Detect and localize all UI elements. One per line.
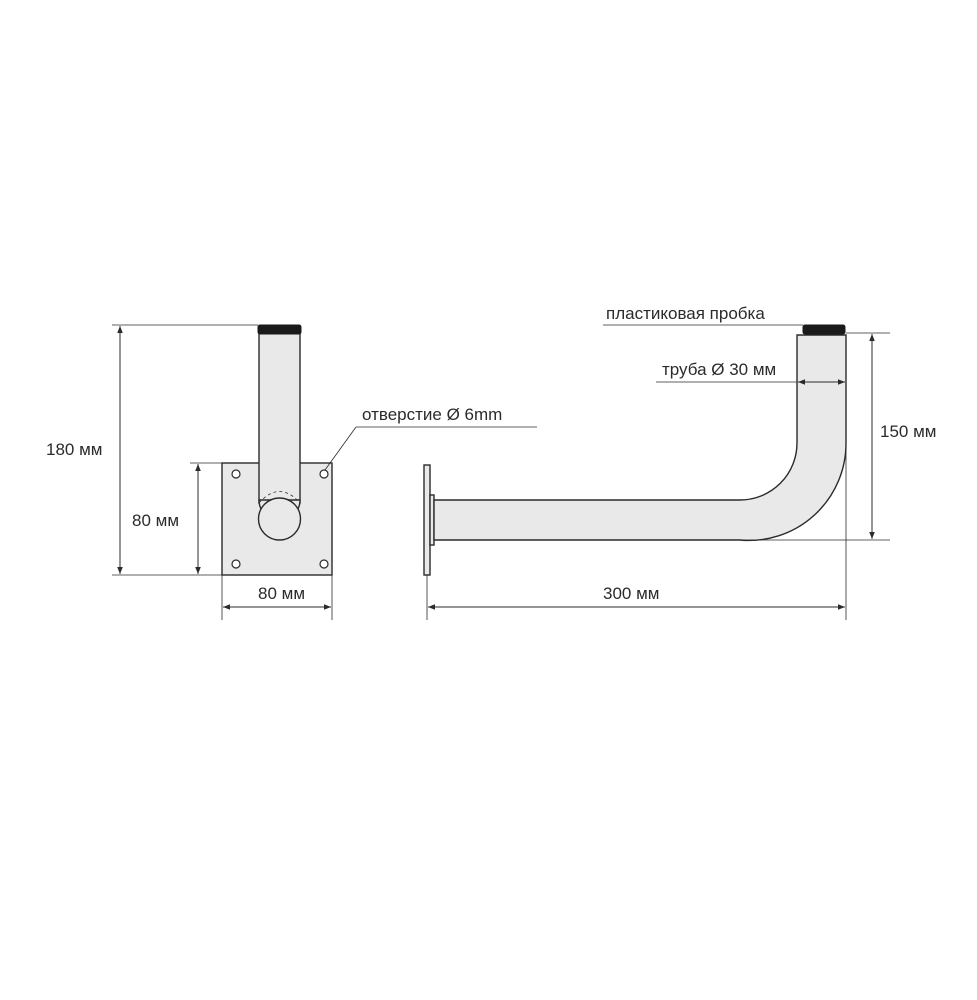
side-plastic-cap — [802, 324, 846, 335]
dim-label-150: 150 мм — [880, 422, 936, 441]
dim-label-plate-width: 80 мм — [258, 584, 305, 603]
dim-label-plate-height: 80 мм — [132, 511, 179, 530]
side-bent-tube — [433, 334, 847, 542]
hole-bottom-left — [231, 559, 241, 569]
tube-end-circle — [257, 497, 302, 541]
tube-hidden-edge — [258, 491, 301, 504]
hole-bottom-right — [319, 559, 329, 569]
hole-top-right — [319, 469, 329, 479]
dim-label-300: 300 мм — [603, 584, 659, 603]
hole-callout-label: отверстие Ø 6mm — [362, 405, 502, 424]
wall-flange — [423, 464, 431, 576]
hole-top-left — [231, 469, 241, 479]
hole-leader — [324, 426, 357, 471]
dim-label-180: 180 мм — [46, 440, 102, 459]
front-tube — [258, 332, 301, 504]
front-view: 180 мм 80 мм 80 мм отверстие Ø 6mm — [46, 324, 537, 620]
front-plastic-cap — [257, 324, 302, 335]
cap-callout-label: пластиковая пробка — [606, 304, 765, 323]
tube-callout-label: труба Ø 30 мм — [662, 360, 776, 379]
side-view: пластиковая пробка труба Ø 30 мм 150 мм … — [423, 304, 936, 620]
